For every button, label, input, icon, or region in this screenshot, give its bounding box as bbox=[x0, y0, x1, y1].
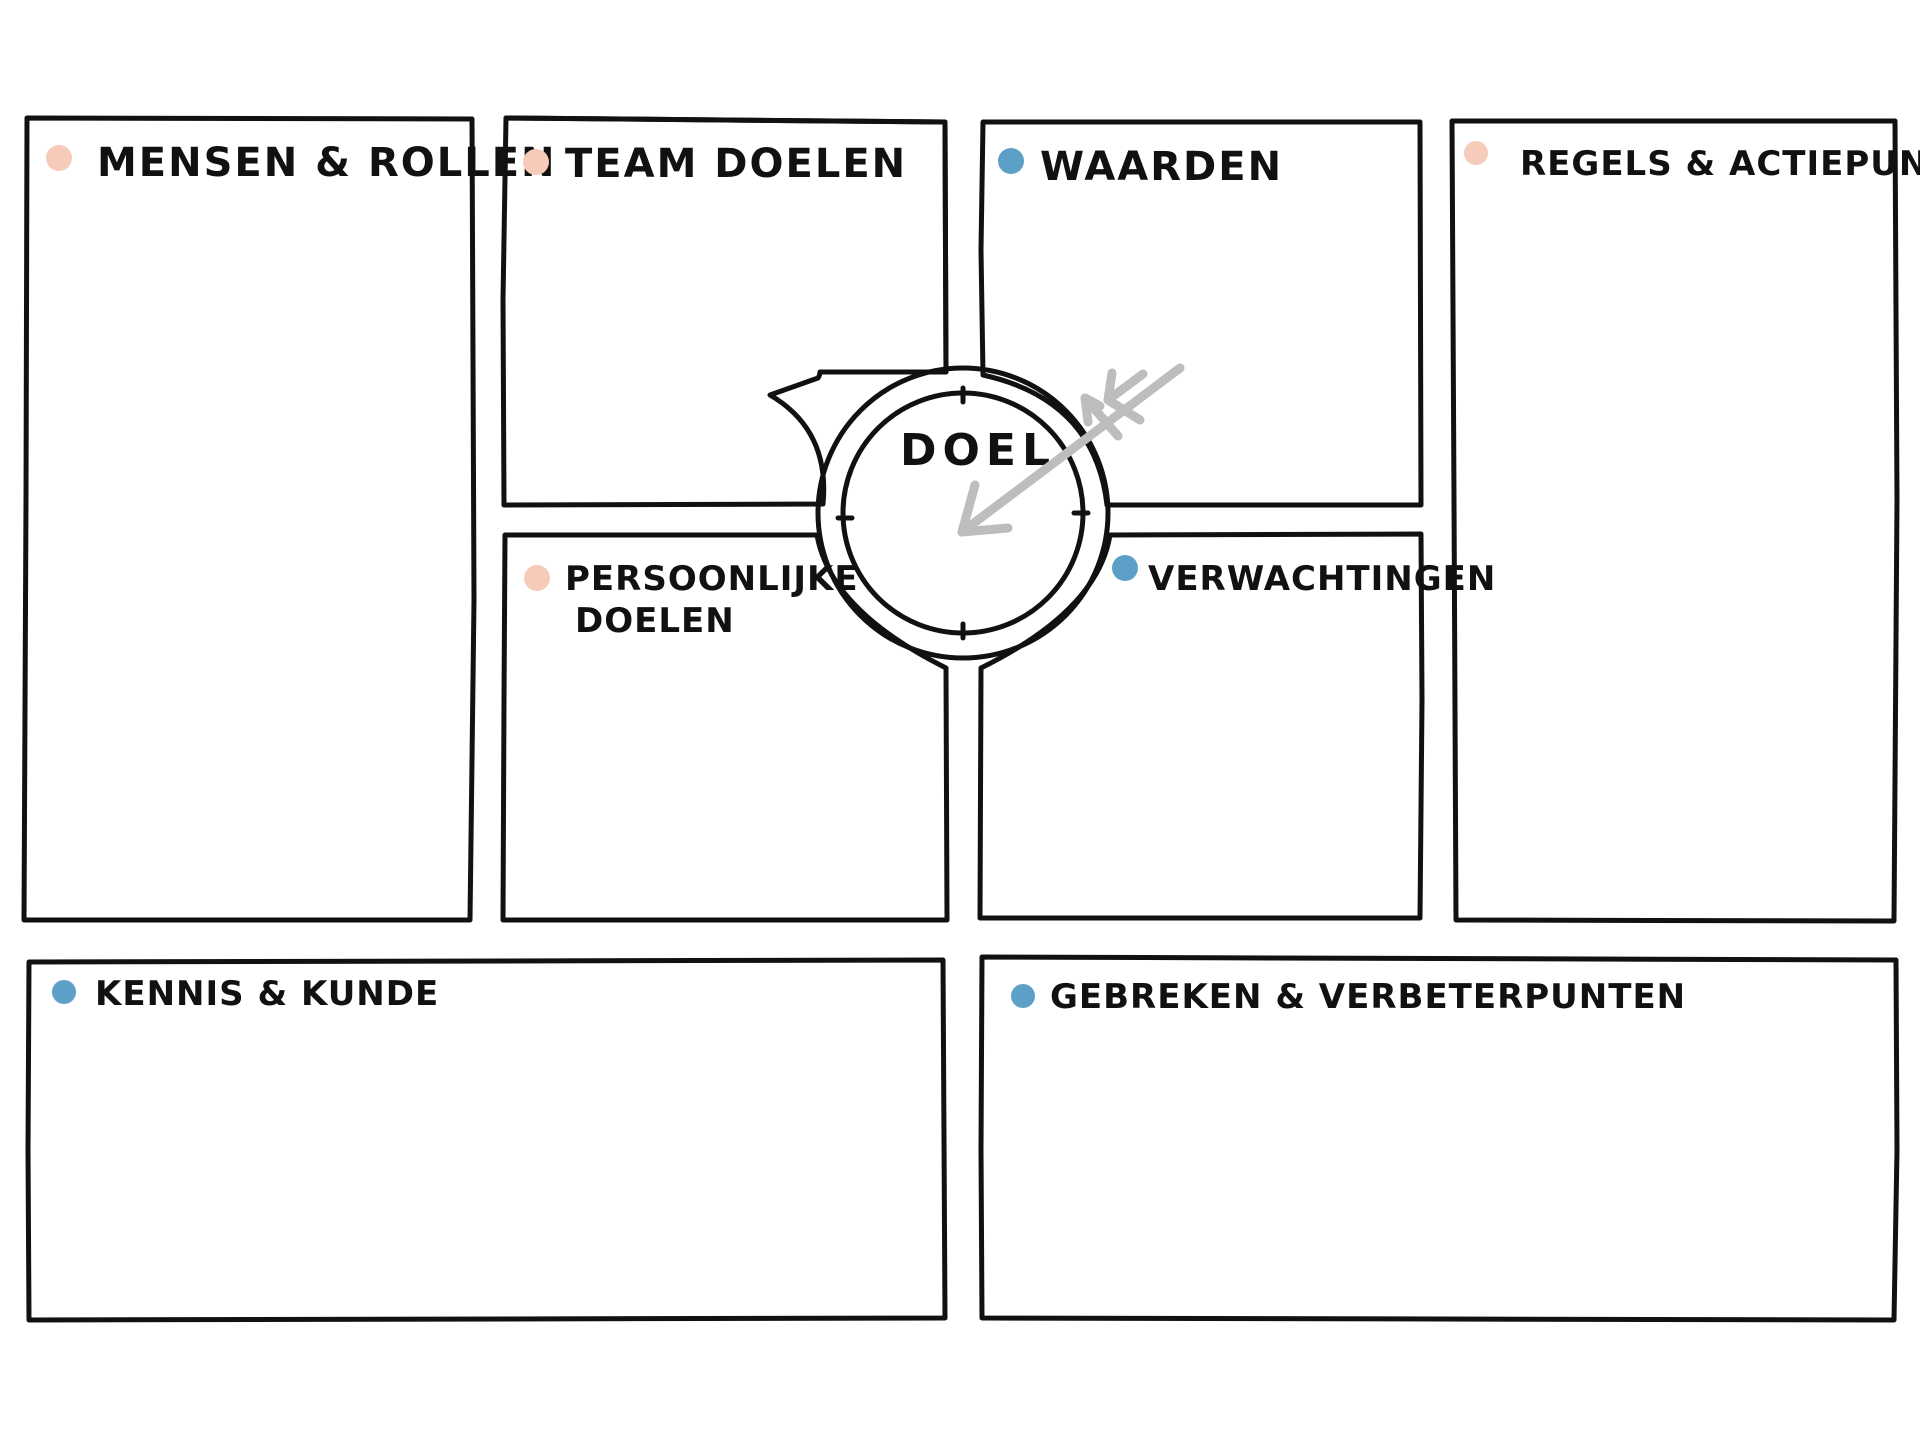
box-label: KENNIS & KUNDE bbox=[95, 974, 439, 1014]
box-gebreken-verbeterpunten: GEBREKEN & VERBETERPUNTEN bbox=[978, 954, 1900, 1323]
arrow-target-icon bbox=[957, 363, 1185, 537]
blue-dot-icon bbox=[52, 980, 76, 1004]
peach-dot-icon bbox=[523, 149, 549, 175]
box-label: MENSEN & ROLLEN bbox=[97, 140, 557, 186]
box-label: TEAM DOELEN bbox=[565, 141, 907, 187]
box-label: REGELS & ACTIEPUNTEN bbox=[1520, 144, 1920, 184]
box-regels-actiepunten: REGELS & ACTIEPUNTEN bbox=[1449, 118, 1920, 924]
box-label: VERWACHTINGEN bbox=[1148, 559, 1496, 599]
peach-dot-icon bbox=[1464, 141, 1488, 165]
center-target: DOEL bbox=[815, 365, 1111, 661]
box-team-doelen: TEAM DOELEN bbox=[500, 115, 949, 508]
box-kennis-kunde: KENNIS & KUNDE bbox=[25, 957, 948, 1323]
box-label: GEBREKEN & VERBETERPUNTEN bbox=[1050, 977, 1686, 1017]
peach-dot-icon bbox=[46, 145, 72, 171]
peach-dot-icon bbox=[524, 565, 550, 591]
center-label: DOEL bbox=[900, 425, 1056, 476]
blue-dot-icon bbox=[1011, 984, 1035, 1008]
box-label: PERSOONLIJKE bbox=[565, 559, 859, 599]
box-label: WAARDEN bbox=[1040, 144, 1283, 190]
blue-dot-icon bbox=[998, 148, 1024, 174]
box-persoonlijke-doelen: PERSOONLIJKE DOELEN bbox=[500, 532, 950, 923]
box-verwachtingen: VERWACHTINGEN bbox=[977, 531, 1496, 921]
blue-dot-icon bbox=[1112, 555, 1138, 581]
box-mensen-rollen: MENSEN & ROLLEN bbox=[21, 115, 557, 923]
box-label: DOELEN bbox=[575, 601, 735, 641]
